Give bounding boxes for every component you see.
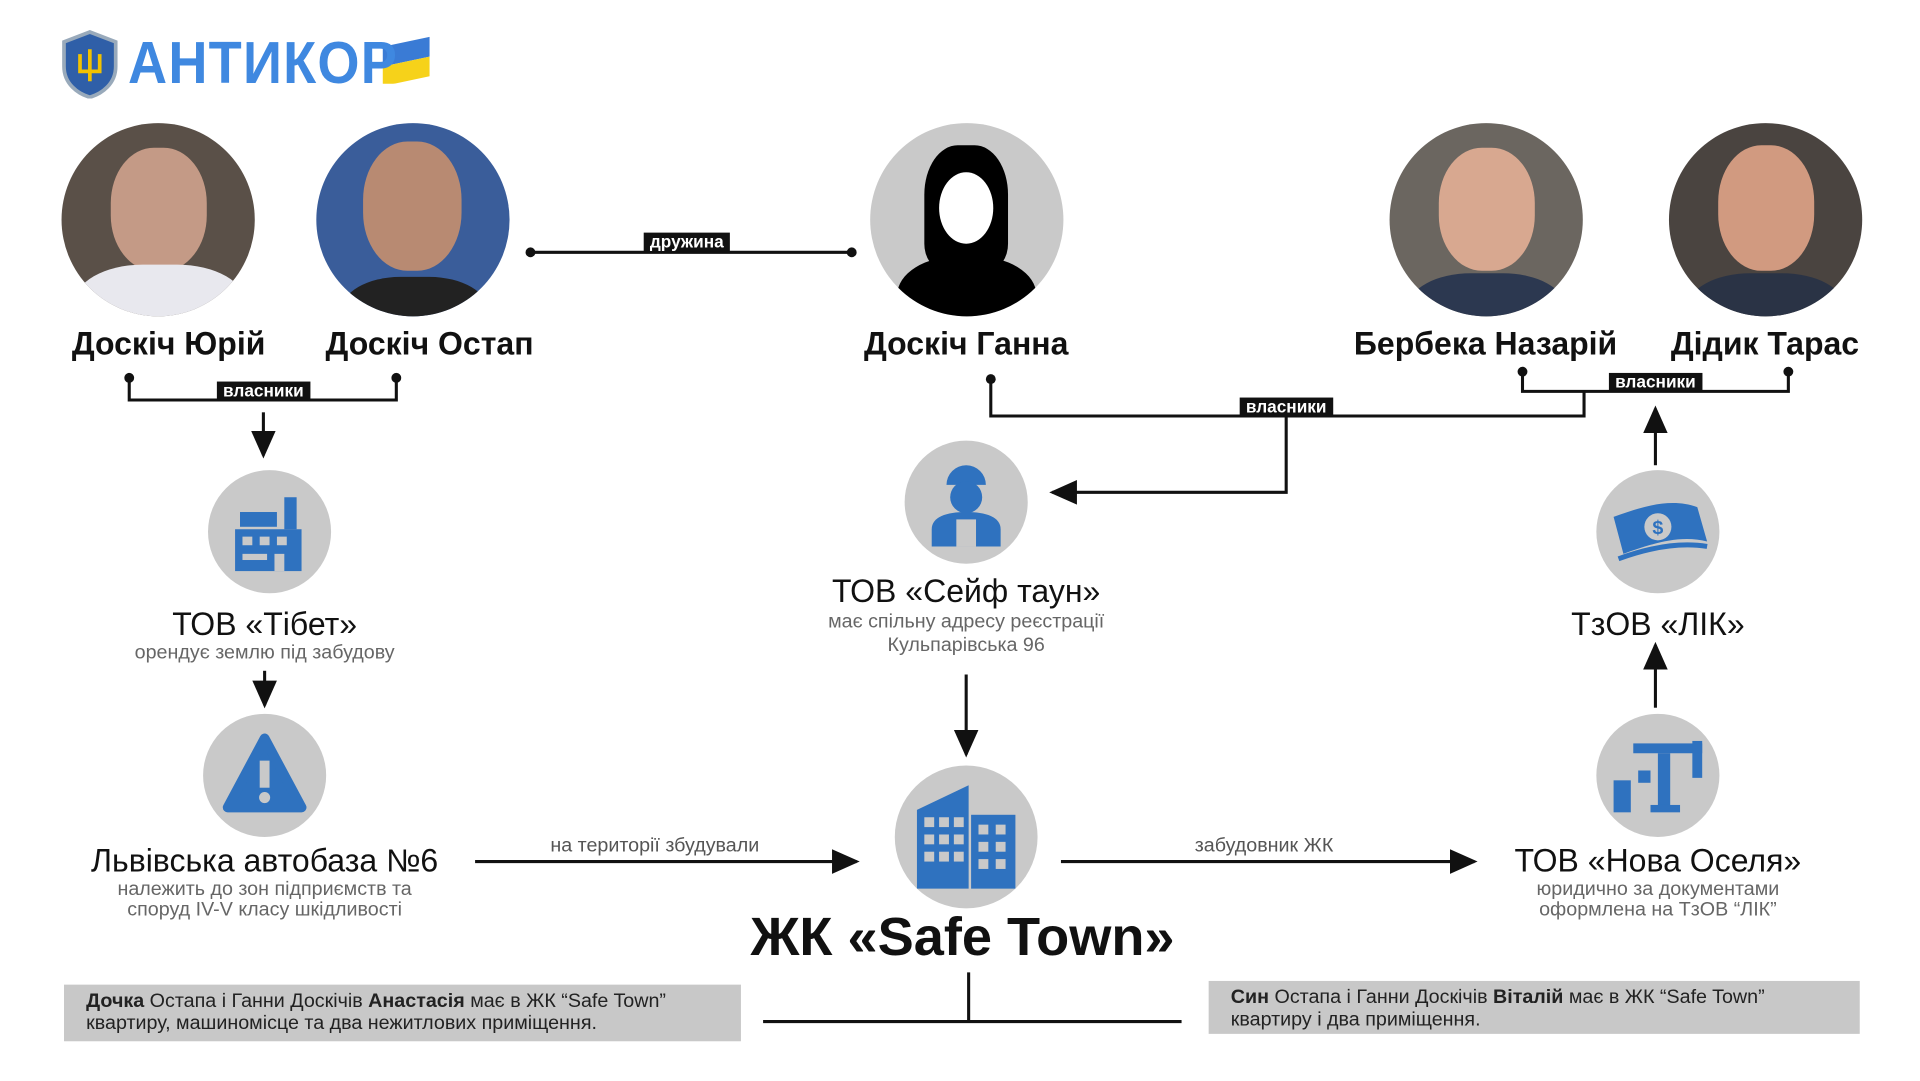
svg-text:$: $ <box>1652 517 1663 539</box>
complex-title: ЖК «Safe Town» <box>750 907 1175 968</box>
photo-doskich-ostap <box>316 123 510 317</box>
note-bold: Анастасія <box>368 990 465 1012</box>
person-name: Дідик Тарас <box>1670 324 1860 362</box>
note-daughter: Дочка Остапа і Ганни Доскічів Анастасія … <box>64 984 741 1042</box>
entity-title-lik: ТзОВ «ЛІК» <box>1571 605 1745 643</box>
note-text: квартиру, машиномісце та два нежитлових … <box>86 1012 597 1034</box>
avatar-placeholder-female-icon <box>870 123 1064 317</box>
note-text: Остапа і Ганни Доскічів <box>1269 987 1493 1009</box>
construction-crane-icon <box>1596 713 1720 837</box>
note-bold: Дочка <box>86 990 145 1012</box>
arrow-to-safetown-co <box>1049 416 1288 505</box>
photo-didyk-taras <box>1668 123 1863 317</box>
entity-title-tibet: ТОВ «Тібет» <box>172 605 358 643</box>
owners-label: власники <box>1239 397 1333 417</box>
owners-left-bracket <box>127 377 398 402</box>
entity-sub-autobase: належить до зон підприємств та <box>117 878 412 900</box>
apartment-building-icon <box>894 765 1038 909</box>
note-text: має в ЖК “Safe Town” <box>1563 987 1765 1009</box>
complex-bottom-line <box>763 972 1182 1024</box>
note-bold: Віталій <box>1492 987 1564 1009</box>
note-text: має в ЖК “Safe Town” <box>464 990 666 1012</box>
factory-icon <box>208 470 332 594</box>
entity-title-safetown-co: ТОВ «Сейф таун» <box>832 572 1101 610</box>
entity-sub-safetown-co: Кульпарівська 96 <box>887 635 1045 657</box>
logo-text: АНТИКОР <box>128 30 399 97</box>
person-name: Доскіч Юрій <box>71 324 266 362</box>
note-text: Остапа і Ганни Доскічів <box>144 990 369 1012</box>
owners-label: власники <box>216 381 310 401</box>
person-name: Доскіч Остап <box>325 324 534 362</box>
entity-title-nova: ТОВ «Нова Оселя» <box>1514 841 1802 879</box>
person-name: Доскіч Ганна <box>863 324 1069 362</box>
entity-sub-nova: юридично за документами <box>1536 878 1780 900</box>
entity-sub-tibet: орендує землю під забудову <box>134 642 395 664</box>
worker-helmet-icon <box>904 440 1028 564</box>
edge-label-developer: забудовник ЖК <box>1194 835 1334 857</box>
entity-sub-autobase: споруд IV-V класу шкідливості <box>127 899 402 921</box>
photo-berbeka-nazarii <box>1389 123 1583 317</box>
warning-icon <box>203 713 327 837</box>
entity-title-autobase: Львівська автобаза №6 <box>91 841 439 879</box>
edge-label-built-on: на території збудували <box>550 835 760 857</box>
entity-sub-nova: оформлена на ТзОВ “ЛІК” <box>1539 899 1777 921</box>
entity-sub-safetown-co: має спільну адресу реєстрації <box>828 611 1105 633</box>
shield-trident-icon <box>62 30 118 99</box>
person-name: Бербека Назарій <box>1353 324 1618 362</box>
note-text: квартиру і два приміщення. <box>1230 1009 1481 1031</box>
note-son: Син Остапа і Ганни Доскічів Віталій має … <box>1208 980 1860 1034</box>
photo-doskich-yurii <box>61 123 255 317</box>
owners-label: власники <box>1608 372 1702 392</box>
owners-right-bracket <box>1520 371 1790 393</box>
ukraine-flag-icon <box>383 36 431 84</box>
spouse-label: дружина <box>643 232 730 252</box>
logo: АНТИКОР <box>62 30 436 99</box>
money-bill-icon: $ <box>1596 470 1720 594</box>
note-bold: Син <box>1230 987 1270 1009</box>
